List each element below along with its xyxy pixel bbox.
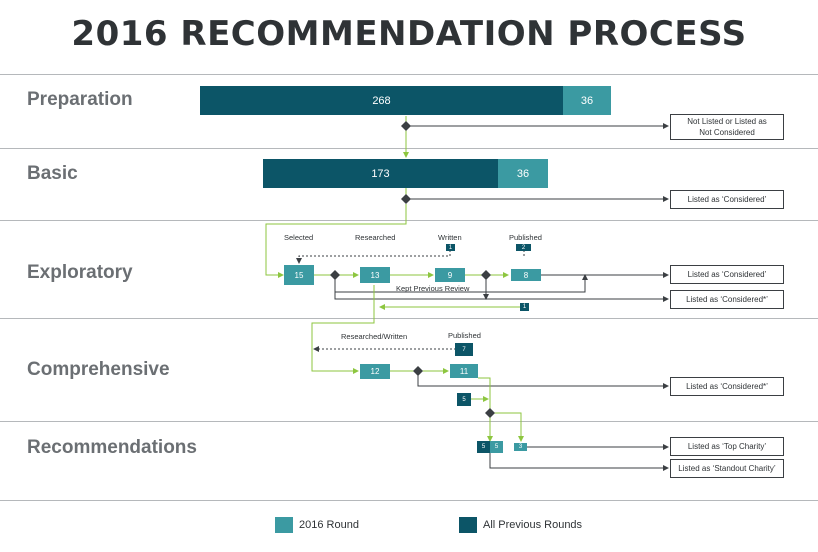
divider xyxy=(0,148,818,149)
stage-recommendations: Recommendations xyxy=(27,437,197,458)
column-published: Published xyxy=(509,233,542,242)
stage-basic: Basic xyxy=(27,163,78,184)
stage-preparation: Preparation xyxy=(27,89,133,110)
legend-swatch-current xyxy=(275,517,293,533)
preparation-previous-bar: 268 xyxy=(200,86,563,115)
basic-outcome: Listed as ‘Considered’ xyxy=(670,190,784,209)
legend-swatch-previous xyxy=(459,517,477,533)
basic-current-bar: 36 xyxy=(498,159,548,188)
published-box: 8 xyxy=(511,269,541,281)
column-published-comprehensive: Published xyxy=(448,331,481,340)
recommendation-previous-box: 5 xyxy=(477,441,490,453)
comprehensive-published-previous-box: 7 xyxy=(455,343,473,356)
divider xyxy=(0,421,818,422)
recommendation-outcome-top: Listed as ‘Top Charity’ xyxy=(670,437,784,456)
published-previous-box: 2 xyxy=(516,244,531,251)
column-researched: Researched xyxy=(355,233,396,242)
stage-comprehensive: Comprehensive xyxy=(27,359,170,380)
preparation-outcome: Not Listed or Listed as Not Considered xyxy=(670,114,784,140)
legend-label-current: 2016 Round xyxy=(299,519,359,531)
selected-box: 15 xyxy=(284,265,314,285)
column-researched-written: Researched/Written xyxy=(341,332,408,341)
comprehensive-extra-previous-box: 5 xyxy=(457,393,471,406)
comprehensive-published-box: 11 xyxy=(450,364,478,378)
kept-previous-box: 1 xyxy=(520,303,529,311)
column-selected: Selected xyxy=(284,233,314,242)
kept-previous-review-label: Kept Previous Review xyxy=(396,284,470,293)
basic-previous-bar: 173 xyxy=(263,159,498,188)
page-title: 2016 RECOMMENDATION PROCESS xyxy=(71,14,747,54)
stage-exploratory: Exploratory xyxy=(27,262,133,283)
recommendation-outcome-standout: Listed as ‘Standout Charity’ xyxy=(670,459,784,478)
written-box: 9 xyxy=(435,268,465,282)
recommendation-current-box-b: 3 xyxy=(514,443,527,451)
column-written: Written xyxy=(438,233,462,242)
legend-label-previous: All Previous Rounds xyxy=(483,519,583,531)
divider xyxy=(0,318,818,319)
exploratory-outcome-considered-star: Listed as ‘Considered*’ xyxy=(670,290,784,309)
recommendation-current-box-a: 5 xyxy=(490,441,503,453)
preparation-current-bar: 36 xyxy=(563,86,611,115)
comprehensive-outcome: Listed as ‘Considered*’ xyxy=(670,377,784,396)
written-previous-box: 1 xyxy=(446,244,455,251)
divider xyxy=(0,74,818,75)
exploratory-outcome-considered: Listed as ‘Considered’ xyxy=(670,265,784,284)
comprehensive-researched-box: 12 xyxy=(360,364,390,379)
divider xyxy=(0,500,818,501)
researched-box: 13 xyxy=(360,267,390,283)
divider xyxy=(0,220,818,221)
